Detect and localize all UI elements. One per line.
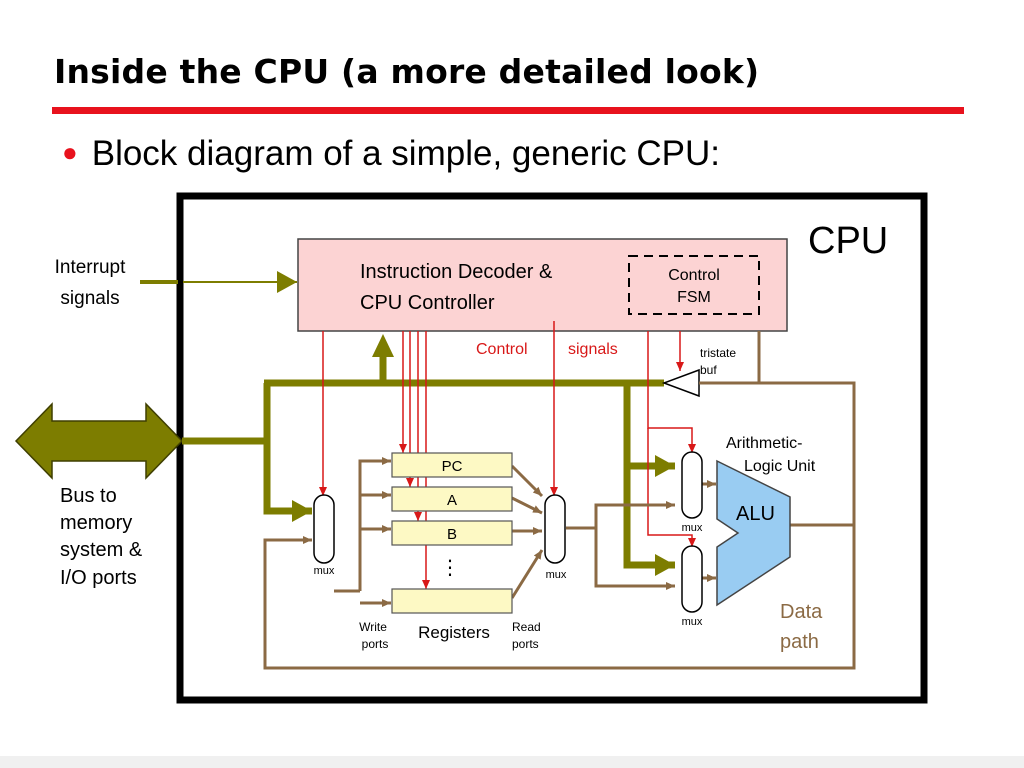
register-b-label: B [447, 526, 457, 543]
register-ellipsis: ⋮ [440, 555, 460, 579]
bus-label-line2: memory [60, 512, 132, 534]
decoder-label-line1: Instruction Decoder & [360, 261, 553, 283]
cpu-frame [176, 192, 928, 704]
tristate-label-line1: tristate [700, 346, 736, 360]
cpu-label: CPU [808, 220, 888, 262]
slide-title: Inside the CPU (a more detailed look) [54, 52, 760, 91]
slide-footer-strip [0, 756, 1024, 768]
datapath-wires [263, 331, 856, 670]
mux-alu-top-label: mux [682, 522, 703, 534]
tristate-buffer-icon [661, 368, 700, 398]
signals-label: signals [568, 341, 618, 358]
tristate-label-line2: buf [700, 363, 717, 377]
write-ports-label-line1: Write [359, 620, 387, 634]
control-fsm-box [628, 255, 760, 315]
internal-bus [182, 357, 675, 576]
interrupt-label-line1: Interrupt [55, 257, 126, 278]
datapath-label-line2: path [780, 631, 819, 653]
register-a-label: A [447, 492, 457, 509]
title-underline [52, 107, 964, 114]
read-ports-label-line2: ports [512, 637, 539, 651]
register-last [391, 588, 513, 614]
alu-title-line2: Logic Unit [744, 458, 816, 475]
alu-title-line1: Arithmetic- [726, 435, 802, 452]
register-pc [391, 452, 513, 478]
mux-input [313, 494, 335, 564]
bullet-text: Block diagram of a simple, generic CPU: [91, 134, 721, 173]
mux-alu-bottom [681, 545, 703, 613]
bullet-item: ● Block diagram of a simple, generic CPU: [62, 134, 720, 174]
interrupt-label-line2: signals [60, 288, 119, 309]
register-b [391, 520, 513, 546]
registers-label: Registers [418, 623, 490, 642]
mux-alu-bottom-label: mux [682, 616, 703, 628]
write-ports-label-line2: ports [362, 637, 389, 651]
datapath-label-line1: Data [780, 601, 823, 623]
instruction-decoder-box [297, 238, 788, 332]
register-pc-label: PC [442, 458, 463, 475]
fsm-label-line2: FSM [677, 289, 711, 306]
control-label: Control [476, 341, 528, 358]
bus-label-line1: Bus to [60, 485, 117, 507]
bus-to-controller-arrow [372, 334, 394, 357]
fsm-label-line1: Control [668, 267, 720, 284]
alu-label: ALU [736, 503, 775, 525]
mux-alu-top [681, 451, 703, 519]
read-ports-label-line1: Read [512, 620, 541, 634]
bullet-dot-icon: ● [62, 137, 78, 168]
bus-label-line4: I/O ports [60, 567, 137, 589]
bus-double-arrow [14, 402, 184, 480]
mux-read-label: mux [546, 569, 567, 581]
mux-input-label: mux [314, 565, 335, 577]
alu-block [716, 459, 791, 607]
mux-read [544, 494, 566, 564]
register-a [391, 486, 513, 512]
bus-label-line3: system & [60, 539, 143, 561]
decoder-label-line2: CPU Controller [360, 292, 495, 314]
